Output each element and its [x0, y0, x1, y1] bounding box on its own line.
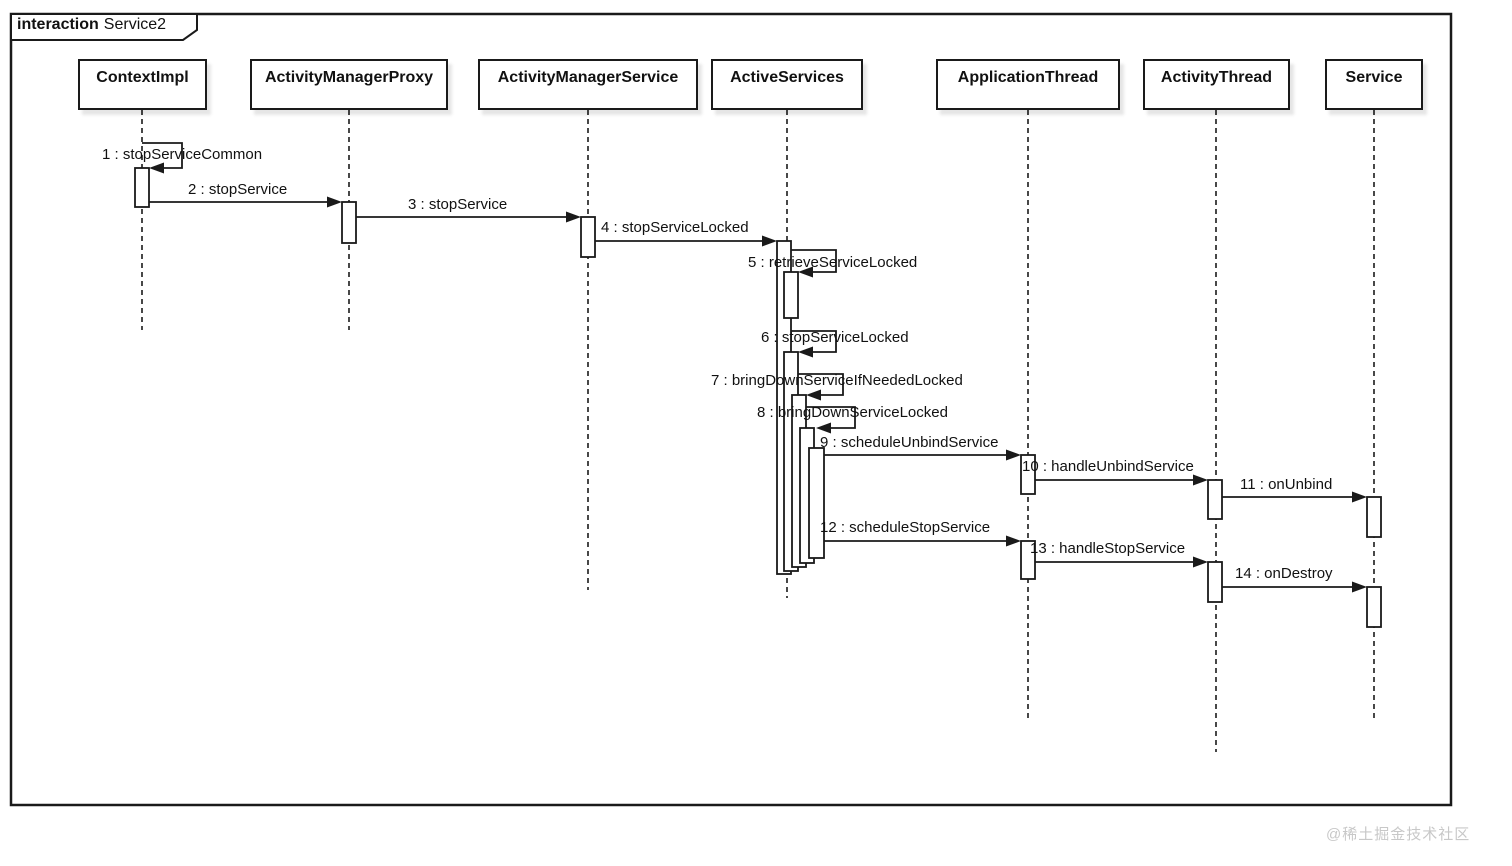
- message-arrowhead-14: [1352, 581, 1367, 593]
- activation-bar-ContextImpl: [134, 167, 150, 208]
- self-message-line-6: [791, 330, 837, 353]
- message-label-8: 8 : bringDownServiceLocked: [757, 404, 948, 421]
- message-label-3: 3 : stopService: [408, 196, 508, 213]
- self-message-arrowhead-1: [149, 162, 164, 174]
- self-message-line-7: [798, 373, 844, 396]
- message-label-5: 5 : retrieveServiceLocked: [748, 254, 918, 271]
- self-message-arrowhead-8: [816, 422, 831, 434]
- activation-bar-ActivityThread: [1207, 479, 1223, 520]
- self-message-line-8: [806, 406, 856, 429]
- self-message-line-5: [791, 249, 837, 273]
- activation-bar-Service: [1366, 586, 1382, 628]
- activation-bar-ApplicationThread: [1020, 540, 1036, 580]
- lifeline-head-ActivityThread: ActivityThread: [1143, 59, 1290, 110]
- message-label-1: 1 : stopServiceCommon: [102, 146, 263, 163]
- message-label-7: 7 : bringDownServiceIfNeededLocked: [711, 372, 963, 389]
- activation-bar-ActivityThread: [1207, 561, 1223, 603]
- lifeline-head-ActivityManagerProxy: ActivityManagerProxy: [250, 59, 448, 110]
- lifeline-head-ApplicationThread: ApplicationThread: [936, 59, 1120, 110]
- activation-bar-ActiveServices: [808, 447, 825, 559]
- message-label-11: 11 : onUnbind: [1240, 476, 1333, 493]
- watermark: @稀土掘金技术社区: [1326, 826, 1471, 843]
- frame-tab: [10, 13, 198, 41]
- self-message-line-1: [142, 142, 183, 169]
- frame-name: Service2: [103, 16, 167, 33]
- message-label-6: 6 : stopServiceLocked: [761, 329, 909, 346]
- self-message-arrowhead-7: [806, 389, 821, 401]
- message-label-13: 13 : handleStopService: [1030, 540, 1186, 557]
- activation-bar-ActiveServices: [783, 271, 799, 319]
- message-label-14: 14 : onDestroy: [1235, 565, 1333, 582]
- message-label-9: 9 : scheduleUnbindService: [820, 434, 999, 451]
- lifeline-head-ActivityManagerService: ActivityManagerService: [478, 59, 698, 110]
- message-label-2: 2 : stopService: [188, 181, 288, 198]
- self-message-arrowhead-6: [798, 346, 813, 358]
- activation-bar-ApplicationThread: [1020, 454, 1036, 495]
- lifeline-head-ContextImpl: ContextImpl: [78, 59, 207, 110]
- activation-bar-ActivityManagerService: [580, 216, 596, 258]
- message-arrowhead-4: [762, 235, 777, 247]
- message-arrowhead-10: [1193, 474, 1208, 486]
- message-arrowhead-13: [1193, 556, 1208, 568]
- message-arrowhead-3: [566, 211, 581, 223]
- message-label-12: 12 : scheduleStopService: [820, 519, 991, 536]
- message-label-4: 4 : stopServiceLocked: [601, 219, 749, 236]
- lifeline-head-ActiveServices: ActiveServices: [711, 59, 863, 110]
- message-arrowhead-2: [327, 196, 342, 208]
- activation-bar-Service: [1366, 496, 1382, 538]
- message-label-10: 10 : handleUnbindService: [1022, 458, 1194, 475]
- message-arrowhead-11: [1352, 491, 1367, 503]
- self-message-arrowhead-5: [798, 266, 813, 278]
- frame-border: [9, 12, 1453, 807]
- message-arrowhead-12: [1006, 535, 1021, 547]
- lifeline-head-Service: Service: [1325, 59, 1423, 110]
- activation-bar-ActivityManagerProxy: [341, 201, 357, 244]
- message-arrowhead-9: [1006, 449, 1021, 461]
- frame-keyword: interaction: [17, 16, 99, 33]
